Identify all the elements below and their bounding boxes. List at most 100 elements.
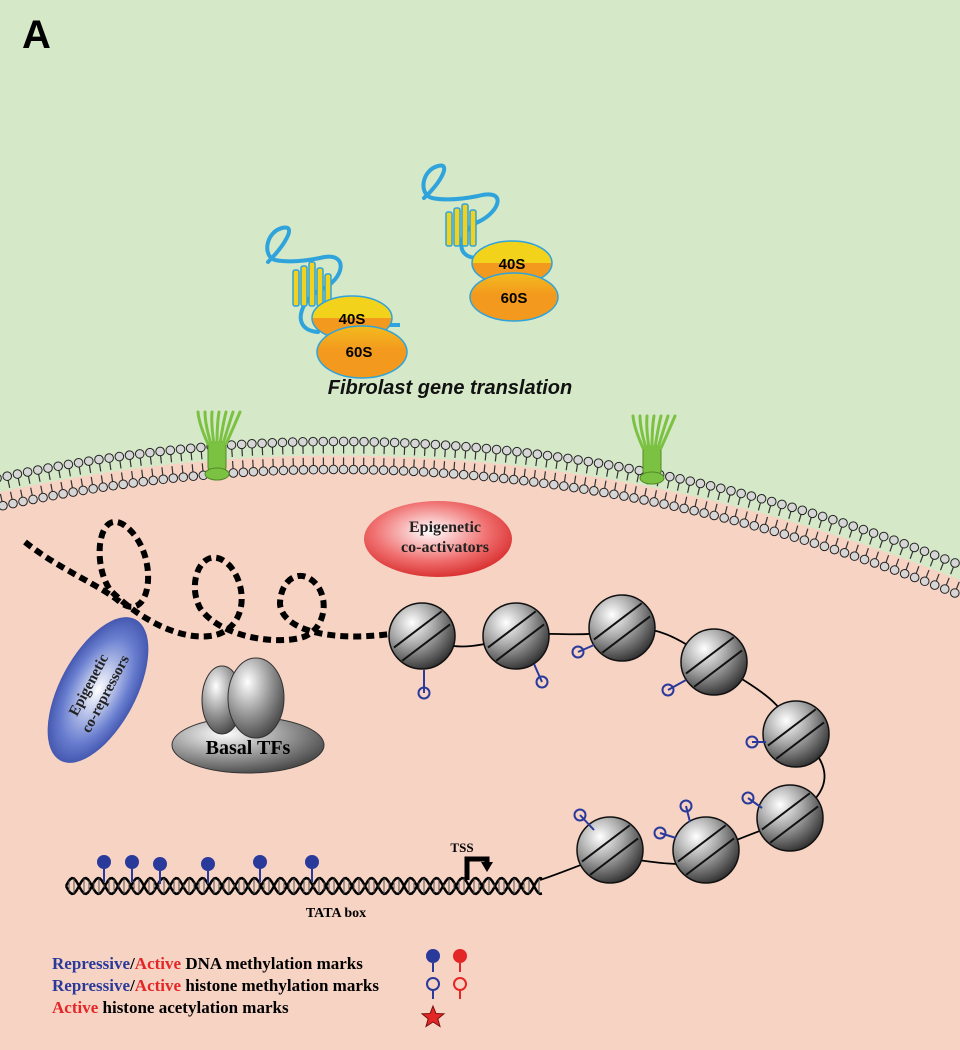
lipid-head — [552, 452, 563, 462]
lipid-head — [389, 437, 400, 448]
epigenetic-corepressors — [47, 617, 149, 763]
lipid-head — [318, 464, 329, 475]
translation-group-right: 40S 60S — [421, 163, 559, 322]
lipid-head — [899, 538, 909, 549]
ribosome-60s-icon — [469, 272, 559, 322]
legend-description: histone methylation marks — [181, 976, 379, 995]
lipid-head — [488, 472, 499, 483]
histone-methylation-marks — [417, 644, 766, 840]
lipid-head — [468, 470, 479, 481]
lipid-head — [889, 565, 900, 575]
lipid-head — [43, 463, 53, 473]
lipid-head — [379, 437, 390, 447]
lipid-head — [328, 436, 339, 447]
lipid-head — [388, 465, 399, 476]
lipid-head — [471, 442, 481, 453]
lipid-head — [288, 465, 299, 475]
lipid-head — [175, 444, 186, 455]
lipid-head — [165, 445, 176, 456]
lipid-head — [108, 480, 118, 491]
lipid-head — [899, 568, 910, 579]
lipid-head — [689, 505, 699, 516]
lipid-head — [8, 498, 18, 509]
repressive-dna-methylation-icon — [426, 949, 440, 972]
lipid-head — [501, 445, 512, 456]
translation-caption: Fibrolast gene translation — [328, 377, 572, 399]
nucleosome-icon — [756, 784, 824, 852]
lipid-head — [649, 497, 659, 507]
lipid-head — [542, 450, 553, 461]
lipid-head — [518, 475, 529, 486]
histone-methylation-mark-icon — [653, 826, 677, 840]
ribosome-40s-label: 40S — [499, 256, 526, 273]
lipid-head — [478, 471, 489, 482]
lipid-head — [787, 502, 797, 513]
lipid-head — [298, 437, 308, 447]
nucleosome-icon — [672, 816, 740, 884]
lipid-head — [819, 541, 830, 552]
lipid-head — [624, 463, 634, 474]
lipid-head — [719, 513, 729, 523]
lipid-head — [298, 465, 309, 475]
lipid-head — [950, 588, 960, 598]
translation-group-left: 40S 60S — [265, 225, 408, 379]
lipid-head — [158, 474, 169, 485]
tss-arrowhead-icon — [481, 862, 493, 872]
lipid-head — [32, 465, 43, 475]
membrane-receptor-icon — [631, 414, 677, 485]
histone-methylation-mark-icon — [661, 679, 687, 697]
lipid-head — [736, 488, 746, 499]
condensed-chromatin-fiber — [23, 518, 391, 644]
lipid-head — [807, 508, 818, 519]
lipid-head — [512, 446, 522, 457]
histone-methylation-mark-icon — [417, 670, 431, 700]
legend-active-word: Active — [135, 976, 182, 995]
lipid-head — [529, 477, 539, 487]
lipid-head — [593, 458, 604, 468]
lipid-head — [726, 486, 736, 496]
lipid-head — [779, 529, 790, 540]
lipid-head — [338, 436, 349, 447]
membrane-receptors — [196, 410, 677, 485]
lipid-head — [838, 518, 848, 528]
dna-methylation-mark-icon — [153, 857, 167, 884]
lipid-head — [769, 526, 780, 537]
lipid-head — [420, 439, 431, 449]
lipid-head — [848, 521, 859, 532]
lipid-head — [849, 551, 860, 561]
legend-description: DNA methylation marks — [181, 954, 363, 973]
lipid-head — [699, 508, 709, 518]
lipid-head — [18, 496, 28, 507]
lipid-head — [797, 505, 808, 516]
lipid-head — [715, 483, 726, 494]
lipid-head — [609, 489, 619, 500]
lipid-head — [919, 576, 930, 587]
legend-repressive-word: Repressive — [52, 976, 131, 995]
lipid-head — [679, 503, 689, 514]
lipid-head — [839, 548, 850, 558]
dna-strand — [64, 876, 543, 896]
lipid-head — [53, 461, 63, 472]
lipid-head — [228, 468, 239, 478]
lipid-head — [148, 475, 159, 486]
nascent-protein-icon — [445, 203, 477, 247]
nucleosome-icon — [588, 594, 656, 662]
legend-separator: / — [129, 976, 135, 995]
lipid-head — [746, 491, 757, 501]
epigenetic-coactivators — [364, 501, 512, 577]
histone-methylation-mark-icon — [571, 644, 595, 659]
lipid-head — [28, 494, 38, 505]
dna-methylation-marks — [97, 855, 319, 884]
lipid-head — [287, 437, 298, 447]
lipid-head — [410, 438, 420, 449]
nucleosome-icon — [680, 628, 748, 696]
lipid-head — [12, 469, 23, 479]
lipid-head — [729, 515, 739, 526]
lipid-head — [368, 465, 379, 475]
lipid-head — [879, 561, 890, 572]
lipid-head — [659, 499, 669, 509]
lipid-head — [48, 490, 58, 501]
dna-methylation-mark-icon — [201, 857, 215, 884]
dna-methylation-mark-icon — [125, 855, 139, 882]
